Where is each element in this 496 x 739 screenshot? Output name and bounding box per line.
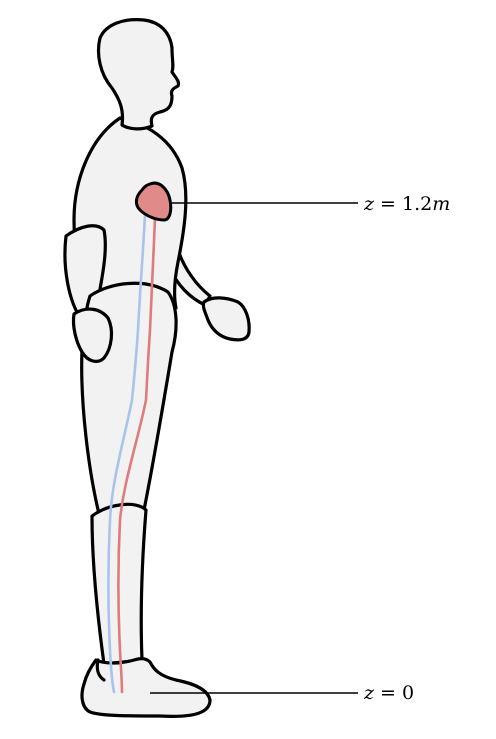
head [96, 18, 181, 131]
shoe-upper-detail [95, 658, 106, 682]
artery-line [117, 194, 158, 694]
back-hand [201, 296, 251, 342]
vein-line [107, 194, 148, 694]
feet-height-label: z = 0 [363, 682, 414, 704]
heart-shape [134, 181, 173, 222]
shoe [80, 657, 212, 718]
heart-height-label: z = 1.2m [363, 193, 450, 215]
human-figure [63, 18, 251, 718]
front-hand [71, 307, 114, 363]
